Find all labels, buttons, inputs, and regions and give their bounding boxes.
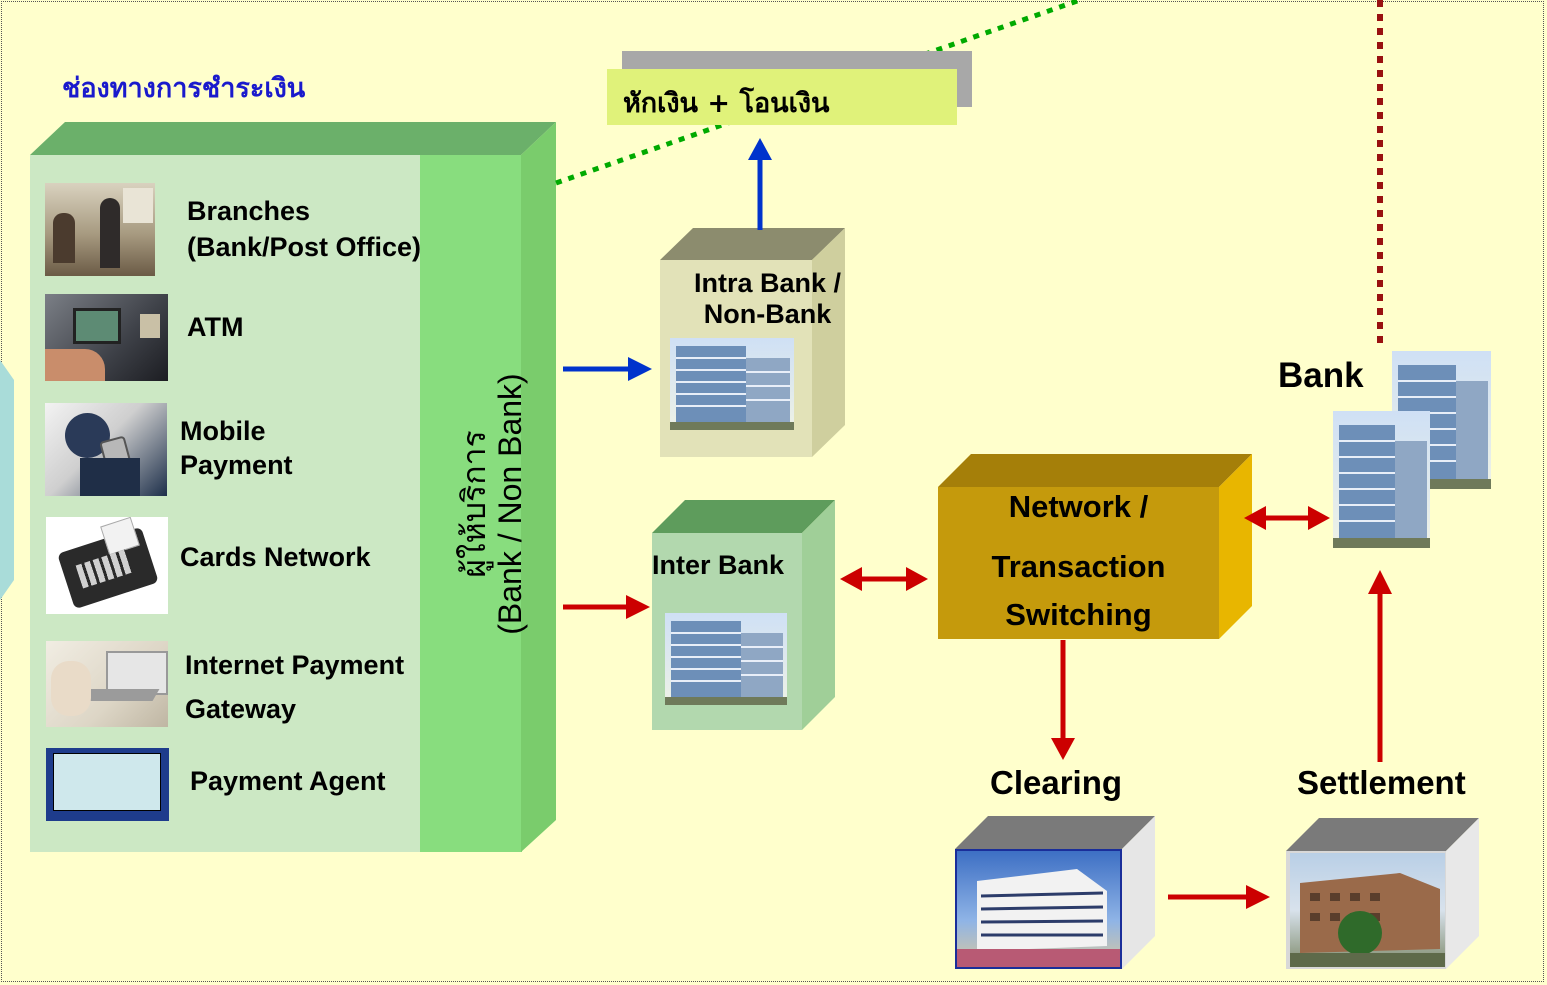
intra-bank-building-photo — [670, 338, 794, 430]
intra-bank-box-side — [812, 228, 845, 457]
network-line2: Transaction — [991, 549, 1166, 584]
network-box-front — [938, 487, 1219, 639]
deduct-transfer-label: หักเงิน + โอนเงิน — [623, 88, 830, 119]
provider-strip — [420, 155, 522, 852]
channel-mobile: Mobile Payment — [180, 414, 293, 482]
arrow-up-blue — [748, 138, 772, 230]
settlement-building-photo — [1290, 853, 1445, 967]
arrow-inter-bank-network — [840, 567, 928, 591]
network-box-side — [1219, 454, 1252, 639]
network-box-top — [938, 454, 1252, 487]
provider-label-thai: ผู้ให้บริการ — [455, 430, 493, 578]
inter-bank-building-photo — [665, 613, 787, 705]
intra-bank-label: Intra Bank / Non-Bank — [660, 268, 875, 330]
intra-bank-line1: Intra Bank / — [693, 268, 842, 298]
settlement-label: Settlement — [1297, 764, 1466, 801]
branch-office-photo — [45, 183, 155, 276]
arrow-clearing-settlement — [1168, 885, 1270, 909]
channel-internet-line2: Gateway — [185, 694, 297, 724]
arrow-to-intra-bank — [563, 357, 652, 381]
arrow-network-bank — [1244, 506, 1330, 530]
settlement-box-side — [1446, 818, 1479, 969]
bank-building-front — [1333, 411, 1430, 548]
arrow-settlement-bank — [1368, 570, 1392, 762]
channel-payment-agent: Payment Agent — [190, 766, 386, 796]
left-pointer-shape — [0, 360, 14, 600]
provider-label-bank: (Bank / Non Bank) — [492, 373, 528, 635]
channel-box-side — [521, 122, 556, 852]
settlement-box-top — [1286, 818, 1479, 851]
inter-bank-box-side — [802, 500, 835, 730]
intra-bank-line2: Non-Bank — [703, 299, 832, 329]
clearing-building-photo — [955, 849, 1122, 969]
network-line3: Switching — [1005, 597, 1152, 632]
card-terminal-photo — [46, 517, 168, 614]
channel-internet-line1: Internet Payment — [185, 650, 405, 680]
channel-branches: Branches (Bank/Post Office) — [187, 193, 421, 265]
bank-label: Bank — [1278, 356, 1364, 395]
intra-bank-box-top — [660, 228, 845, 260]
agent-screen-photo — [46, 748, 169, 821]
laptop-photo — [46, 641, 168, 727]
clearing-box-top — [955, 816, 1155, 849]
channel-mobile-line1: Mobile — [180, 416, 266, 446]
mobile-phone-photo — [45, 403, 167, 496]
diagram-title: ช่องทางการชำระเงิน — [62, 73, 306, 104]
channel-cards-network: Cards Network — [180, 542, 371, 572]
channel-mobile-line2: Payment — [180, 450, 293, 480]
channel-atm: ATM — [187, 312, 244, 342]
deduct-transfer-box: หักเงิน + โอนเงิน — [607, 69, 957, 125]
provider-label: ผู้ให้บริการ (Bank / Non Bank) — [422, 314, 562, 694]
channel-internet-gateway: Internet Payment Gateway — [185, 643, 404, 731]
atm-photo — [45, 294, 168, 381]
arrow-network-clearing — [1051, 640, 1075, 760]
clearing-box-side — [1122, 816, 1155, 969]
inter-bank-box-top — [652, 500, 835, 533]
arrow-to-inter-bank — [563, 595, 650, 619]
clearing-label: Clearing — [990, 764, 1123, 801]
network-line1: Network / — [1008, 489, 1149, 524]
channel-branches-line2: (Bank/Post Office) — [187, 232, 422, 262]
channel-branches-line1: Branches — [187, 196, 311, 226]
inter-bank-label: Inter Bank — [652, 550, 785, 580]
channel-box-top — [30, 122, 556, 155]
network-label: Network / Transaction Switching — [938, 489, 1219, 633]
